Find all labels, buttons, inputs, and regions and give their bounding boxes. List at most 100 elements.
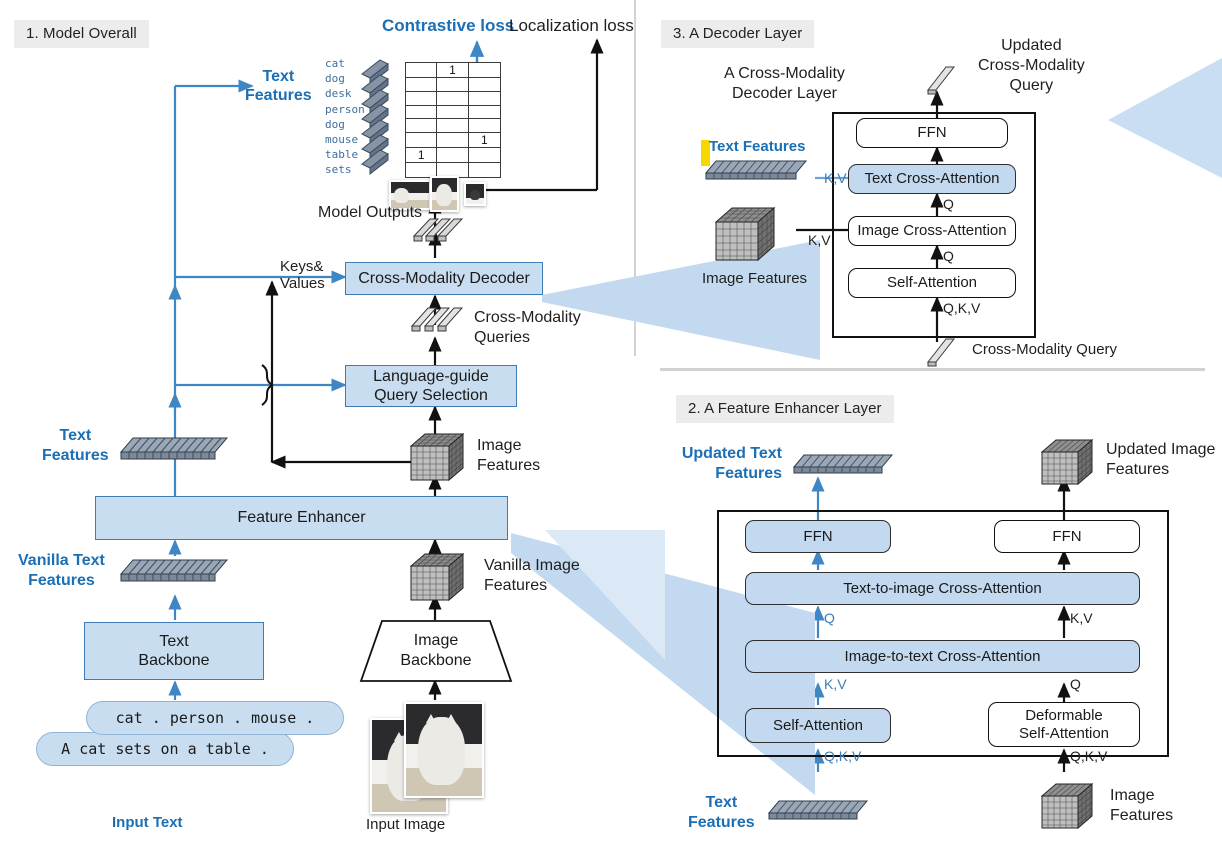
matrix-cell <box>406 105 438 120</box>
enhancer-block-text-to-image[interactable]: Text-to-image Cross-Attention <box>745 572 1140 605</box>
cross-modality-queries-label: Cross-Modality Queries <box>474 309 581 346</box>
matrix-cell <box>469 163 500 177</box>
output-thumb-3 <box>464 182 486 206</box>
enhancer-block-deformable-self-attention[interactable]: Deformable Self-Attention <box>988 702 1140 747</box>
matrix-cell: 1 <box>437 63 469 78</box>
matrix-cell <box>468 63 500 78</box>
word-list-item: desk <box>325 87 352 101</box>
prompt-bubble-bottom[interactable]: A cat sets on a table . <box>36 732 294 766</box>
enhancer-block-ffn-right[interactable]: FFN <box>994 520 1140 553</box>
vanilla-image-features-cube <box>409 552 465 602</box>
vanilla-text-features-slabs <box>119 559 229 582</box>
text-features-slabs-panel2 <box>767 800 869 820</box>
decoder-q-lower-label: Q <box>943 248 954 264</box>
vanilla-image-features-label: Vanilla Image Features <box>484 557 580 594</box>
enhancer-block-image-to-text[interactable]: Image-to-text Cross-Attention <box>745 640 1140 673</box>
matrix-cell <box>437 78 469 92</box>
enhancer-left-q-label: Q <box>824 610 835 626</box>
output-thumb-1 <box>389 180 431 210</box>
model-output-slabs <box>412 218 464 242</box>
image-backbone-label: Image Backbone <box>400 632 472 669</box>
prompt-bubble-top[interactable]: cat . person . mouse . <box>86 701 344 735</box>
matrix-cell <box>437 91 469 106</box>
word-list-item: mouse <box>325 132 359 146</box>
image-features-label-panel1: Image Features <box>477 437 541 474</box>
decoder-block-ffn[interactable]: FFN <box>856 118 1008 148</box>
yellow-highlight-marker <box>701 140 710 166</box>
feature-enhancer-box[interactable]: Feature Enhancer <box>95 496 508 540</box>
decoder-q-upper-label: Q <box>943 196 954 212</box>
matrix-cell <box>468 92 500 106</box>
matrix-cell <box>406 119 438 134</box>
image-features-cube-panel3 <box>714 206 776 262</box>
enhancer-right-q-label: Q <box>1070 676 1081 692</box>
text-feature-slabs-vertical <box>361 59 389 176</box>
text-features-slabs-panel3 <box>704 160 808 180</box>
panel2-badge: 2. A Feature Enhancer Layer <box>676 395 894 423</box>
matrix-cell <box>406 91 438 106</box>
word-list-item: cat <box>325 57 345 70</box>
image-features-cube <box>409 432 465 482</box>
updated-text-features-label: Updated Text Features <box>681 445 782 482</box>
decoder-layer-frame <box>832 112 1036 338</box>
decoder-block-self-attention[interactable]: Self-Attention <box>848 268 1016 298</box>
decoder-block-image-cross-attention[interactable]: Image Cross-Attention <box>848 216 1016 246</box>
matrix-cell <box>406 63 438 78</box>
input-image-front <box>404 702 484 798</box>
matrix-cell <box>406 133 438 149</box>
word-list-item: table <box>325 148 359 162</box>
vanilla-text-features-label: Vanilla Text Features <box>18 552 105 589</box>
language-guide-query-selection-box[interactable]: Language-guide Query Selection <box>345 365 517 407</box>
decoder-text-kv-label: K,V <box>824 170 847 186</box>
enhancer-left-kv-label: K,V <box>824 676 847 692</box>
matrix-cell <box>437 133 469 149</box>
input-text-label: Input Text <box>112 814 183 831</box>
text-features-label-top: Text Features <box>245 68 312 104</box>
panel1-badge: 1. Model Overall <box>14 20 149 48</box>
cross-modality-query-slabs <box>410 307 464 332</box>
output-thumb-2 <box>430 176 459 212</box>
matrix-cell <box>468 106 500 120</box>
image-features-label-panel2: Image Features <box>1110 787 1174 824</box>
image-backbone-box[interactable]: Image Backbone <box>359 620 513 682</box>
updated-query-slab <box>926 66 956 95</box>
decoder-block-text-cross-attention[interactable]: Text Cross-Attention <box>848 164 1016 194</box>
decorative-corner-wedge-top <box>1108 58 1222 178</box>
matrix-cell <box>437 119 469 134</box>
cross-modality-decoder-box[interactable]: Cross-Modality Decoder <box>345 262 543 295</box>
word-list-item: dog <box>325 117 345 131</box>
keys-values-label: Keys& Values <box>280 258 325 293</box>
matrix-cell <box>468 119 500 134</box>
wedge-enhancer <box>511 533 815 795</box>
localization-loss-label: Localization loss <box>509 16 634 35</box>
enhancer-left-qkv-label: Q,K,V <box>824 748 862 764</box>
matrix-cell <box>406 78 438 92</box>
decoder-qkv-label: Q,K,V <box>943 300 981 316</box>
decorative-corner-wedge-bottom <box>545 530 665 660</box>
updated-image-features-cube <box>1040 438 1094 486</box>
updated-image-features-label: Updated Image Features <box>1106 441 1216 478</box>
contrastive-loss-label: Contrastive loss <box>382 16 515 35</box>
model-outputs-label: Model Outputs <box>318 204 423 221</box>
text-backbone-box[interactable]: Text Backbone <box>84 622 264 680</box>
text-features-label-left: Text Features <box>42 427 109 464</box>
decoder-layer-caption: A Cross-Modality Decoder Layer <box>724 65 845 102</box>
matrix-cell <box>406 163 438 177</box>
matrix-cell <box>437 105 469 120</box>
word-list-item: sets <box>325 163 352 177</box>
enhancer-block-ffn-left[interactable]: FFN <box>745 520 891 553</box>
matrix-cell: 1 <box>406 148 438 164</box>
panel3-badge: 3. A Decoder Layer <box>661 20 815 48</box>
text-features-label-panel3: Text Features <box>709 138 806 155</box>
enhancer-block-self-attention[interactable]: Self-Attention <box>745 708 891 743</box>
image-features-cube-panel2 <box>1040 782 1094 830</box>
matrix-cell: 1 <box>468 133 500 149</box>
input-image-label: Input Image <box>366 816 446 833</box>
enhancer-right-kv-label: K,V <box>1070 610 1093 626</box>
text-features-slabs-left <box>119 437 229 460</box>
panel-divider-horizontal <box>660 368 1205 371</box>
word-list-item: dog <box>325 72 345 86</box>
feature-enhancer-layer-frame <box>717 510 1169 757</box>
